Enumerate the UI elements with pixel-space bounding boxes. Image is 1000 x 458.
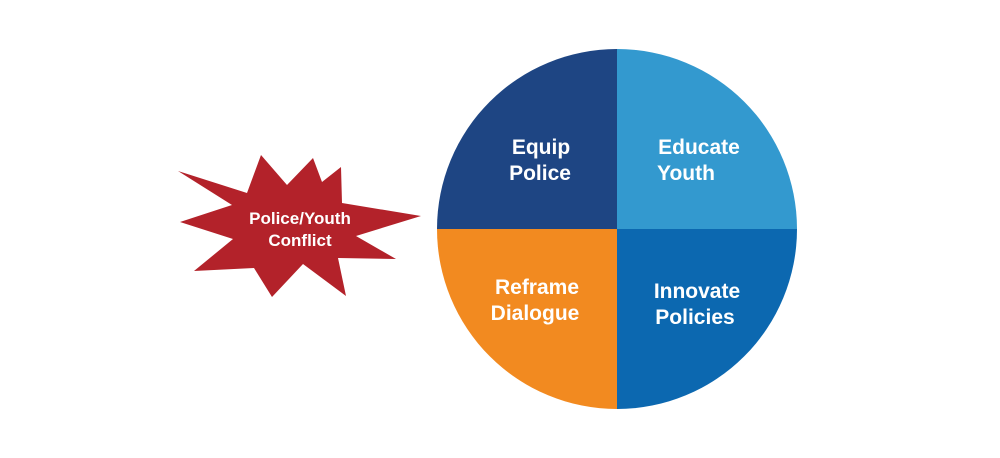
strategy-wheel: Equip Police Educate Youth Reframe Dialo… <box>437 49 797 409</box>
quadrant-label-youth: Youth <box>657 162 715 185</box>
burst-label-line1: Police/Youth <box>249 209 351 228</box>
quadrant-reframe-dialogue <box>437 229 617 409</box>
quadrant-educate-youth <box>617 49 797 229</box>
quadrant-label-police: Police <box>509 162 571 185</box>
quadrant-label-dialogue: Dialogue <box>491 302 580 325</box>
burst-shape <box>178 155 421 297</box>
quadrant-label-reframe: Reframe <box>495 276 579 299</box>
burst-label-line2: Conflict <box>268 231 332 250</box>
quadrant-innovate-policies <box>617 229 797 409</box>
quadrant-label-policies: Policies <box>655 306 734 329</box>
quadrant-label-equip: Equip <box>512 136 570 159</box>
quadrant-equip-police <box>437 49 617 229</box>
conflict-burst: Police/Youth Conflict <box>178 155 421 297</box>
quadrant-label-innovate: Innovate <box>654 280 740 303</box>
quadrant-label-educate: Educate <box>658 136 740 159</box>
